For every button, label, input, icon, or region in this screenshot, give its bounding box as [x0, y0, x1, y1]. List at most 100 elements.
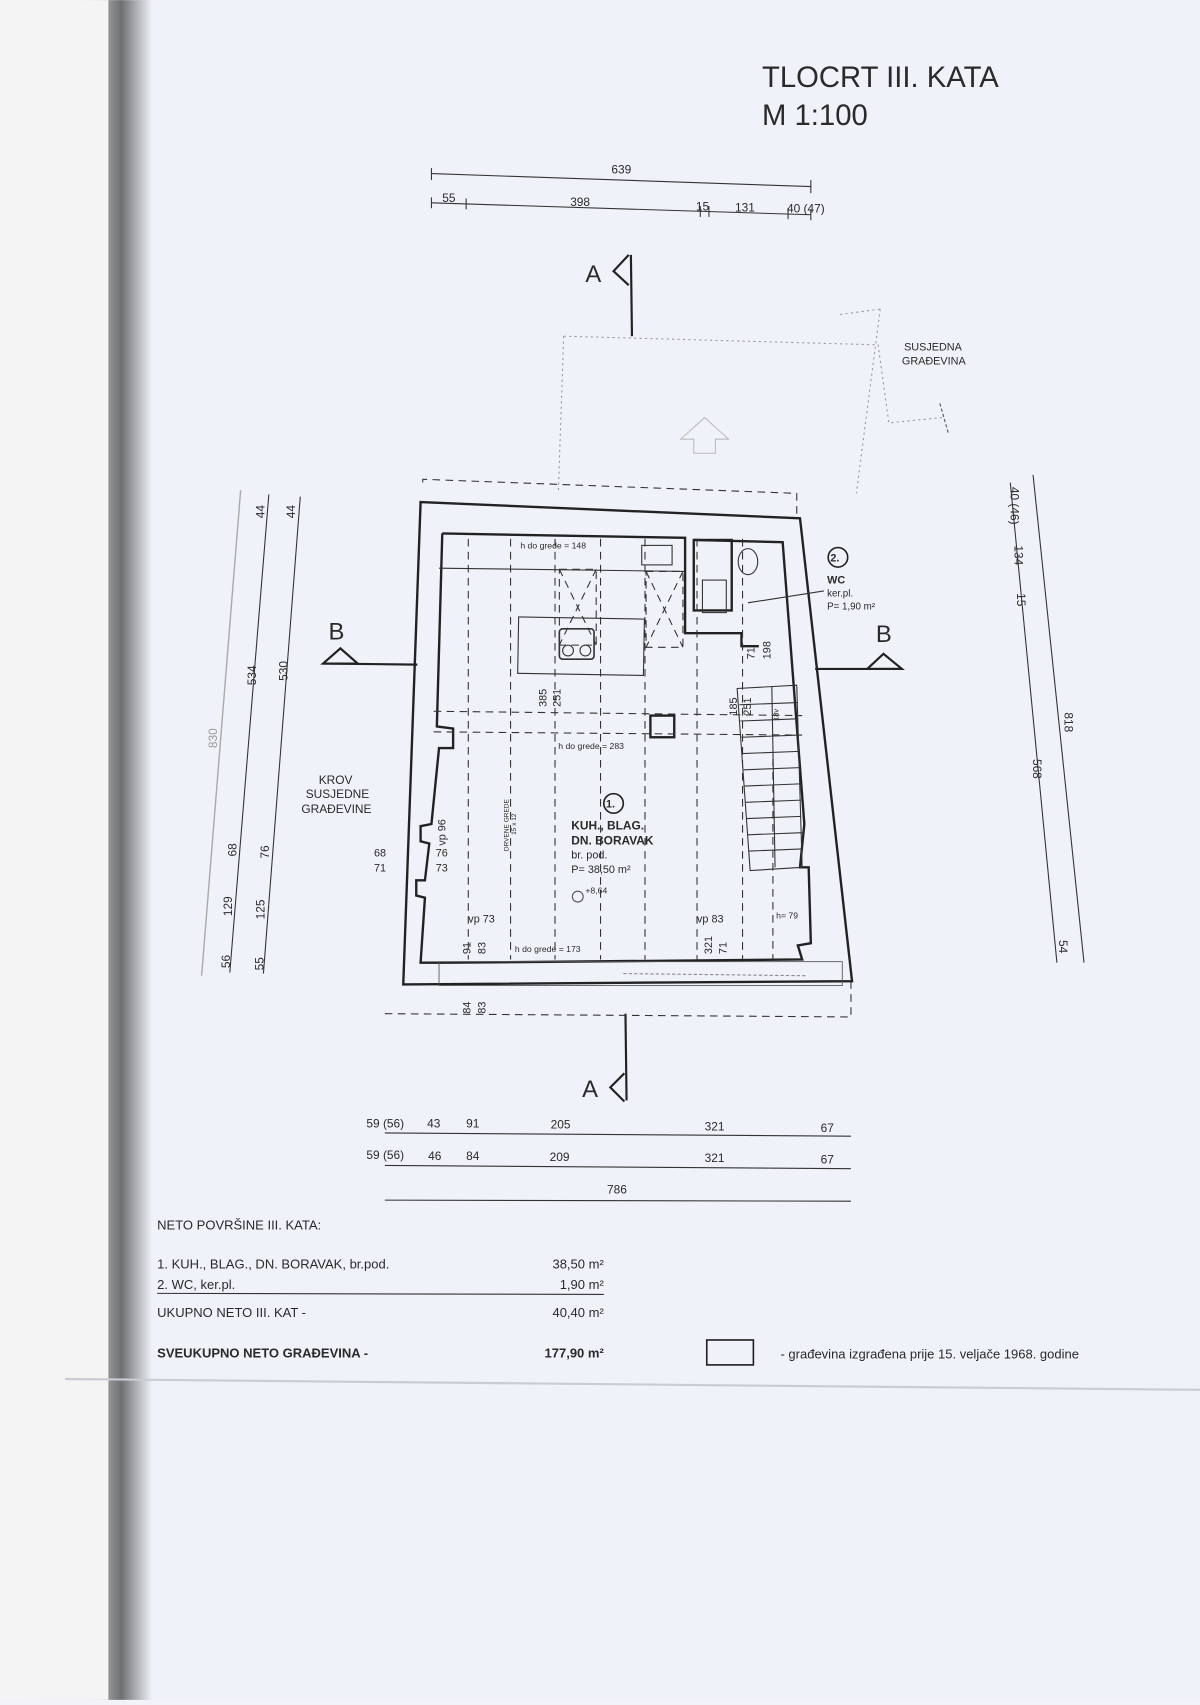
- room-1-number: 1.: [606, 799, 615, 811]
- dim-l2-76: 76: [258, 845, 272, 859]
- kitchen-appliance: [558, 568, 597, 646]
- dim-b1-6: 67: [821, 1121, 835, 1135]
- left-dimensions: 830 44 534 68 129 56 44 530 76 125 55: [200, 490, 301, 976]
- dim-b2-6: 67: [821, 1152, 835, 1166]
- neighbor-label-1: SUSJEDNA: [904, 341, 963, 353]
- roof-outline: [422, 478, 798, 519]
- beams-label: DRVENE GREDE: [503, 799, 510, 852]
- dim-line-total: [431, 173, 811, 188]
- staircase: [736, 684, 803, 872]
- beam-lines: [467, 538, 774, 960]
- toilet-icon: [737, 548, 759, 576]
- dim-91: 91: [461, 942, 473, 954]
- dim-185: 185: [728, 698, 740, 716]
- cooktop-icon: [558, 628, 595, 661]
- wc-counter: [692, 538, 733, 612]
- room-2-floor: ker.pl.: [827, 588, 853, 599]
- section-a-bottom: A: [582, 1013, 628, 1103]
- neighbor-roof-label: KROV SUSJEDNE GRAĐEVINE: [301, 773, 371, 816]
- dim-top-5: 40 (47): [787, 202, 825, 216]
- dim-83: 83: [477, 942, 489, 954]
- dim-b2-3: 84: [466, 1149, 480, 1163]
- dim-73: 73: [436, 863, 448, 875]
- dim-b-786: 786: [607, 1183, 627, 1197]
- room-2-area: P= 1,90 m²: [827, 601, 876, 612]
- drawing-title: TLOCRT III. KATA M 1:100: [762, 62, 999, 132]
- area-row-1-label: 1. KUH., BLAG., DN. BORAVAK, br.pod.: [157, 1256, 389, 1271]
- section-a-top: A: [585, 254, 634, 337]
- dim-198: 198: [762, 641, 774, 659]
- dim-r-568: 568: [1030, 759, 1044, 779]
- legend: - građevina izgrađena prije 15. veljače …: [705, 1339, 1079, 1366]
- section-a-label-bottom: A: [582, 1076, 598, 1103]
- neighbor-building-outline: SUSJEDNA GRAĐEVINA: [557, 308, 966, 494]
- subtotal-label: UKUPNO NETO III. KAT -: [157, 1305, 306, 1320]
- area-row-1-value: 38,50 m²: [552, 1256, 604, 1271]
- dim-321: 321: [703, 936, 715, 954]
- dim-b1-3: 91: [466, 1117, 480, 1131]
- dim-l1-44: 44: [253, 505, 267, 519]
- krov-label-1: KROV: [319, 773, 353, 787]
- section-b-label-left: B: [328, 619, 344, 646]
- scan-margin: [0, 0, 109, 1700]
- grand-total-label: SVEUKUPNO NETO GRAĐEVINA -: [157, 1345, 368, 1360]
- kitchen-island: [517, 616, 645, 677]
- h-173: h do grede = 173: [515, 944, 581, 954]
- dim-l2-44: 44: [284, 505, 298, 519]
- dim-385: 385: [537, 689, 549, 707]
- beams-size: 15 x 12: [511, 813, 518, 835]
- dim-71c: 71: [374, 863, 386, 875]
- dim-251b: 251: [742, 698, 754, 716]
- dim-84: 84: [461, 1002, 473, 1014]
- inner-wall-kitchen: [442, 532, 759, 648]
- dim-r-818: 818: [1061, 712, 1075, 732]
- dim-68: 68: [374, 848, 386, 860]
- top-dimensions: 639 55 398 15 131 40 (47): [430, 163, 825, 221]
- vp-83: vp 83: [697, 914, 723, 926]
- subtotal-value: 40,40 m²: [552, 1305, 604, 1320]
- level-text: +8,64: [585, 885, 607, 895]
- dim-830: 830: [206, 728, 220, 748]
- dim-r-134: 134: [1012, 545, 1026, 565]
- dim-r-40: 40 (46): [1007, 487, 1021, 525]
- inner-annotations: h do grede = 148 h do grede = 283 h do g…: [374, 541, 798, 1014]
- vp-96: vp 96: [437, 819, 449, 845]
- inner-wall-left: [415, 533, 455, 964]
- sink-icon: [641, 544, 673, 566]
- grand-total-value: 177,90 m²: [545, 1345, 605, 1360]
- room-1-label: 1. KUH., BLAG. DN. BORAVAK br. pod. P= 3…: [571, 792, 654, 903]
- arrow-up-icon: [679, 416, 730, 454]
- dim-l2-530: 530: [276, 661, 290, 681]
- dim-l1-68: 68: [225, 843, 239, 857]
- dim-b1-5: 321: [705, 1120, 725, 1134]
- legend-text: - građevina izgrađena prije 15. veljače …: [780, 1346, 1078, 1361]
- section-b-label-right: B: [876, 621, 892, 648]
- inner-wall-right: [446, 538, 813, 964]
- wc-sink-icon: [701, 579, 727, 614]
- area-row-2-label: 2. WC, ker.pl.: [157, 1277, 235, 1292]
- dim-83b: 83: [477, 1002, 489, 1014]
- dim-top-total: 639: [611, 163, 631, 177]
- areas-table: NETO POVRŠINE III. KATA: 1. KUH., BLAG.,…: [157, 1217, 604, 1360]
- h-79: h= 79: [776, 910, 798, 920]
- right-dimensions: 40 (46) 134 15 568 54 818: [1007, 474, 1085, 963]
- dim-top-4: 131: [735, 201, 755, 215]
- room-1-floor: br. pod.: [571, 850, 607, 862]
- krov-label-2: SUSJEDNE: [306, 787, 370, 801]
- dim-b1-4: 205: [551, 1118, 571, 1132]
- dim-b2-5: 321: [705, 1151, 725, 1165]
- dim-line-segments: [431, 202, 811, 216]
- room-1-name-2: DN. BORAVAK: [571, 834, 654, 848]
- column: [649, 714, 676, 739]
- dim-l2-55: 55: [252, 957, 266, 971]
- dim-b1-1: 59 (56): [366, 1117, 404, 1131]
- dim-b2-2: 46: [428, 1149, 442, 1163]
- outer-wall: [402, 500, 854, 986]
- balcony-ledge: [438, 961, 843, 986]
- building-plan: [384, 478, 854, 1018]
- dim-b1-2: 43: [427, 1117, 441, 1131]
- dim-71: 71: [745, 647, 757, 659]
- room-1-area: P= 38,50 m²: [571, 864, 631, 876]
